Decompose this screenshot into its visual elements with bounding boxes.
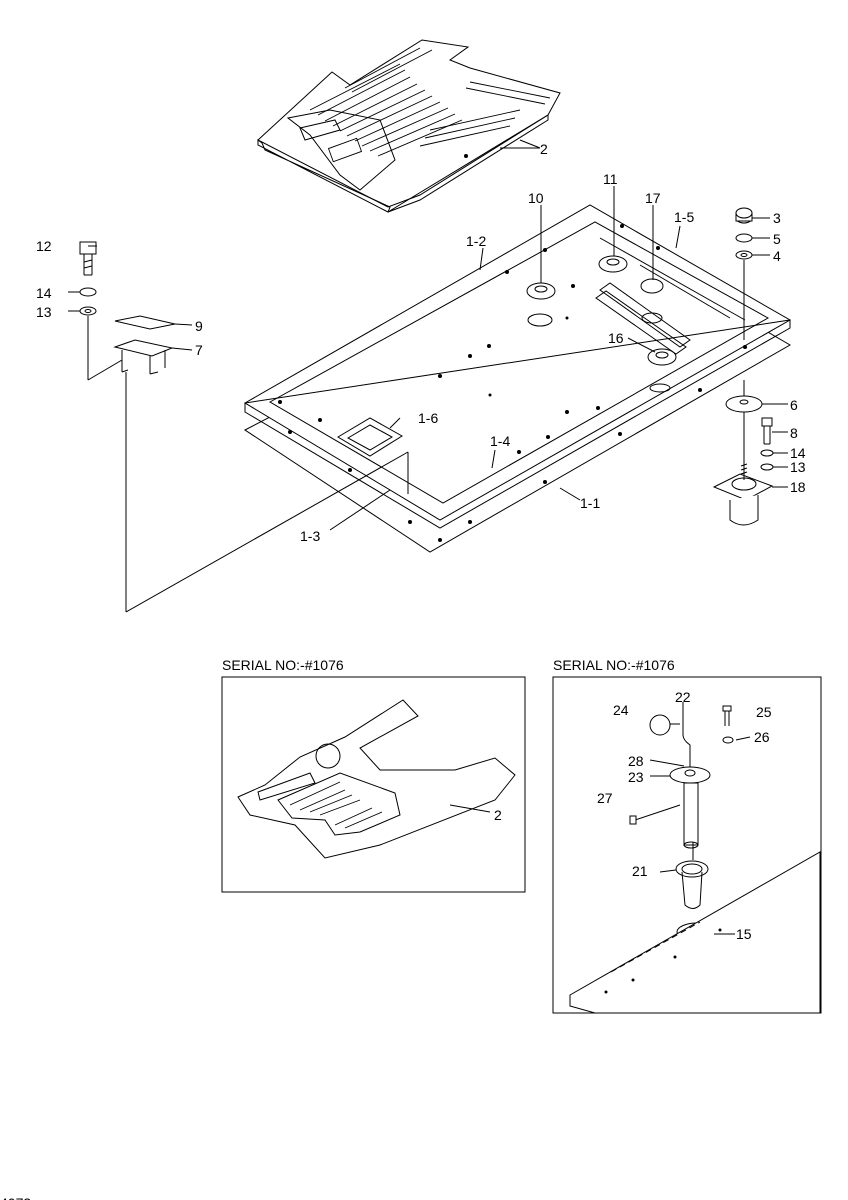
left-bracket-drawing [79, 241, 176, 375]
callout-26: 26 [754, 729, 770, 745]
page-number: 4073 [0, 1195, 31, 1200]
callout-23: 23 [628, 769, 644, 785]
callout-6: 6 [790, 397, 798, 413]
callout-13-right: 13 [790, 459, 806, 475]
callout-28: 28 [628, 753, 644, 769]
fuel-sender-detail-drawing [569, 702, 821, 1014]
fuel-sender-detail-heading: SERIAL NO:-#1076 [553, 657, 675, 673]
callout-1-1: 1-1 [580, 495, 600, 511]
callout-1-5: 1-5 [674, 209, 694, 225]
callout-17: 17 [645, 190, 661, 206]
callout-5: 5 [773, 231, 781, 247]
callout-27: 27 [597, 790, 613, 806]
callout-8: 8 [790, 425, 798, 441]
callout-13-left: 13 [36, 304, 52, 320]
callout-1-3: 1-3 [300, 528, 320, 544]
floor-mat-drawing [257, 39, 561, 213]
floor-mat-detail-frame [221, 676, 526, 893]
callout-2: 2 [540, 141, 548, 157]
callout-1-6: 1-6 [418, 410, 438, 426]
main-leader-lines [68, 139, 788, 613]
main-callouts: 2 1-1 1-2 1-3 1-4 1-5 1-6 3 4 5 6 7 8 9 … [36, 141, 806, 544]
callout-4: 4 [773, 248, 781, 264]
callout-24: 24 [613, 702, 629, 718]
frame-holes [278, 224, 747, 542]
callout-22: 22 [675, 689, 691, 705]
callout-10: 10 [528, 190, 544, 206]
callout-15: 15 [736, 926, 752, 942]
callout-7: 7 [195, 342, 203, 358]
floor-frame-drawing [244, 204, 792, 553]
floor-mat-detail-drawing [237, 699, 516, 859]
callout-1-4: 1-4 [490, 433, 510, 449]
floor-mat-ribs [309, 47, 551, 157]
callout-3: 3 [773, 210, 781, 226]
floor-mat-detail-heading: SERIAL NO:-#1076 [222, 657, 344, 673]
callout-9: 9 [195, 318, 203, 334]
callout-14-right: 14 [790, 445, 806, 461]
callout-25: 25 [756, 704, 772, 720]
callout-18: 18 [790, 479, 806, 495]
callout-1-2: 1-2 [466, 233, 486, 249]
detail-callout-2: 2 [494, 807, 502, 823]
fuel-sender-callouts: 15 21 22 23 24 25 26 27 28 [597, 689, 772, 942]
right-mount-drawing [712, 207, 774, 526]
callout-11: 11 [603, 171, 618, 187]
callout-12: 12 [36, 238, 52, 254]
callout-14-left: 14 [36, 285, 52, 301]
callout-21: 21 [632, 863, 648, 879]
callout-16: 16 [608, 330, 624, 346]
